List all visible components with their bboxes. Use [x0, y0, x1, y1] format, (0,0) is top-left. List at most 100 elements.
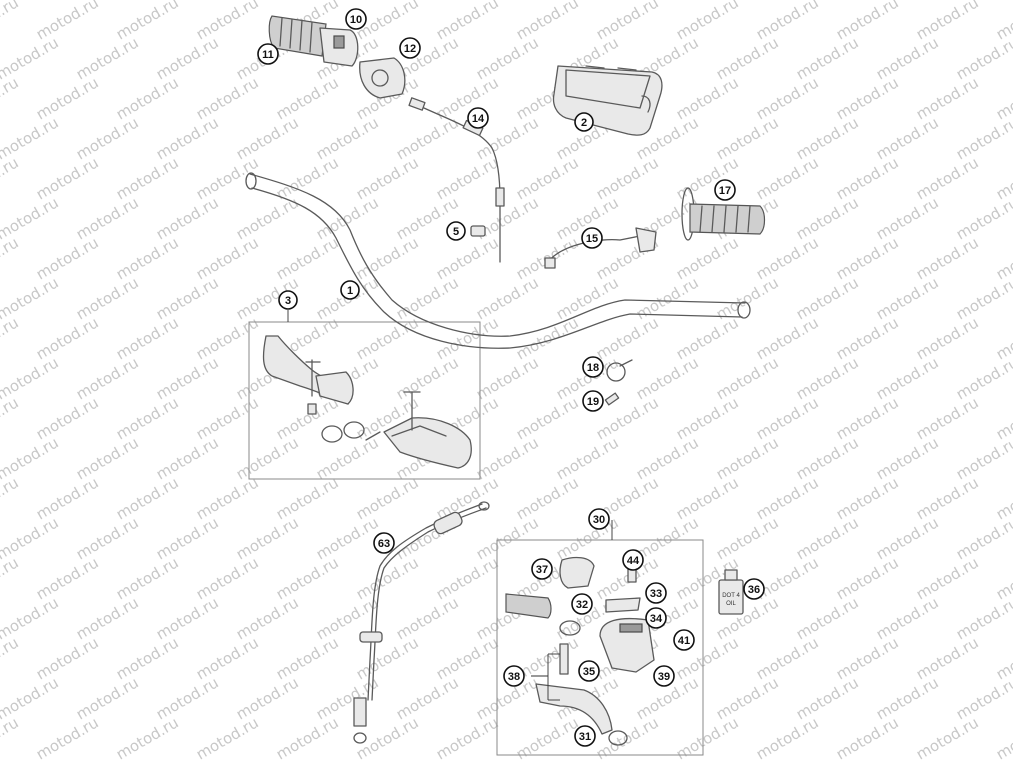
watermark-text: motod.ru [353, 153, 422, 203]
piston-seal [559, 620, 581, 636]
callout-15-circle [581, 227, 603, 249]
watermark-text: motod.ru [673, 73, 742, 123]
callout-10-circle [345, 8, 367, 30]
watermark-text: motod.ru [873, 513, 942, 563]
watermark-text: motod.ru [153, 113, 222, 163]
watermark-text: motod.ru [193, 553, 262, 603]
watermark-text: motod.ru [313, 433, 382, 483]
watermark-text: motod.ru [593, 0, 662, 43]
watermark-text: motod.ru [713, 433, 782, 483]
callout-33-circle [645, 582, 667, 604]
adjuster-bolt [408, 97, 426, 111]
watermark-text: motod.ru [393, 593, 462, 643]
watermark-text: motod.ru [673, 0, 742, 43]
watermark-text: motod.ru [153, 353, 222, 403]
callout-35-circle [578, 660, 600, 682]
watermark-text: motod.ru [553, 273, 622, 323]
watermark-text: motod.ru [113, 473, 182, 523]
callout-36-circle [743, 578, 765, 600]
callout-3-label: 3 [285, 295, 291, 307]
callout-30-circle [588, 508, 610, 530]
callout-17-circle [714, 179, 736, 201]
watermark-text: motod.ru [0, 473, 22, 523]
callout-41: 41 [673, 629, 695, 651]
callout-5: 5 [446, 221, 466, 241]
watermark-text: motod.ru [513, 153, 582, 203]
watermark-text: motod.ru [753, 713, 822, 760]
watermark-text: motod.ru [873, 193, 942, 243]
watermark-text: motod.ru [393, 353, 462, 403]
watermark-text: motod.ru [913, 153, 982, 203]
watermark-text: motod.ru [833, 553, 902, 603]
watermark-text: motod.ru [513, 0, 582, 43]
callout-41-circle [673, 629, 695, 651]
watermark-text: motod.ru [393, 113, 462, 163]
watermark-text: motod.ru [753, 153, 822, 203]
callout-19: 19 [582, 390, 604, 412]
watermark-text: motod.ru [33, 313, 102, 363]
watermark-text: motod.ru [473, 273, 542, 323]
callout-44-label: 44 [627, 555, 640, 567]
watermark-text: motod.ru [673, 713, 742, 760]
watermark-text: motod.ru [993, 713, 1013, 760]
callout-18-circle [582, 356, 604, 378]
callout-10-label: 10 [350, 14, 362, 26]
callout-12: 12 [399, 37, 421, 59]
watermark-text: motod.ru [113, 713, 182, 760]
control-cable [353, 501, 490, 744]
watermark-text: motod.ru [113, 553, 182, 603]
watermark-text: motod.ru [73, 433, 142, 483]
watermark-text: motod.ru [873, 273, 942, 323]
watermark-text: motod.ru [153, 513, 222, 563]
callout-39-circle [653, 665, 675, 687]
watermark-text: motod.ru [0, 713, 22, 760]
watermark-text: motod.ru [113, 633, 182, 683]
watermark-text: motod.ru [753, 0, 822, 43]
handlebar [245, 172, 751, 349]
watermark-text: motod.ru [273, 633, 342, 683]
watermark-text: motod.ru [713, 673, 782, 723]
watermark-text: motod.ru [793, 433, 862, 483]
watermark-text: motod.ru [433, 633, 502, 683]
watermark-text: motod.ru [273, 233, 342, 283]
callout-17: 17 [714, 179, 736, 201]
watermark-text: motod.ru [193, 633, 262, 683]
watermark-text: motod.ru [193, 713, 262, 760]
callout-30-label: 30 [593, 514, 605, 526]
throttle-housing [319, 27, 359, 67]
watermark-text: motod.ru [713, 513, 782, 563]
watermark-text: motod.ru [113, 313, 182, 363]
watermark-text: motod.ru [953, 673, 1013, 723]
watermark-text: motod.ru [33, 713, 102, 760]
watermark-text: motod.ru [833, 0, 902, 43]
watermark-text: motod.ru [873, 433, 942, 483]
watermark-text: motod.ru [393, 673, 462, 723]
watermark-text: motod.ru [913, 553, 982, 603]
callout-14: 14 [467, 107, 489, 129]
watermark-text: motod.ru [113, 233, 182, 283]
callout-32: 32 [571, 593, 593, 615]
watermark-text: motod.ru [833, 393, 902, 443]
watermark-text: motod.ru [113, 0, 182, 43]
watermark-text: motod.ru [793, 193, 862, 243]
watermark-text: motod.ru [433, 0, 502, 43]
watermark-text: motod.ru [273, 473, 342, 523]
watermark-text: motod.ru [513, 473, 582, 523]
watermark-text: motod.ru [753, 553, 822, 603]
watermark-text: motod.ru [33, 73, 102, 123]
watermark-text: motod.ru [953, 593, 1013, 643]
watermark-text: motod.ru [73, 353, 142, 403]
callout-38-label: 38 [508, 671, 520, 683]
watermark-text: motod.ru [953, 113, 1013, 163]
watermark-text: motod.ru [473, 433, 542, 483]
watermark-text: motod.ru [433, 233, 502, 283]
watermark-text: motod.ru [0, 73, 22, 123]
watermark-text: motod.ru [833, 73, 902, 123]
watermark-text: motod.ru [753, 73, 822, 123]
watermark-text: motod.ru [873, 33, 942, 83]
watermark-text: motod.ru [673, 313, 742, 363]
watermark-text: motod.ru [33, 473, 102, 523]
callout-1-circle [340, 280, 360, 300]
callout-1: 1 [340, 280, 360, 300]
